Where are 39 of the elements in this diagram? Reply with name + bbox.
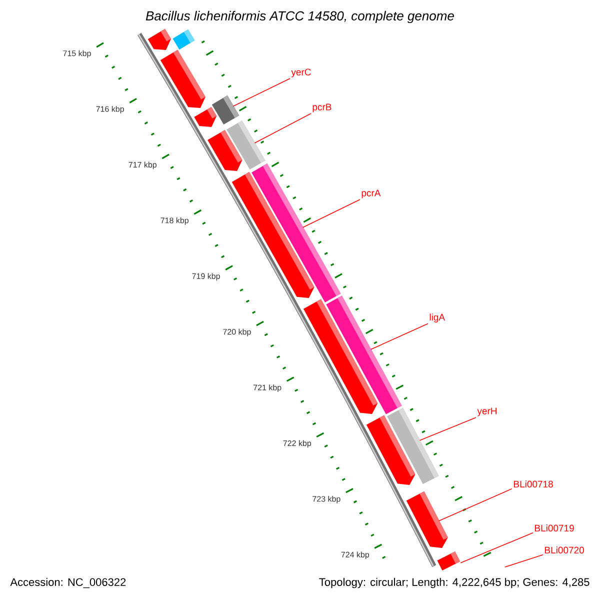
leader-line xyxy=(438,488,512,522)
topology-label: Topology: circular; Length: 4,222,645 bp; Genes: 4,285 xyxy=(319,578,590,588)
gene-block xyxy=(303,299,378,414)
accession-label: Accession: NC_006322 xyxy=(10,578,126,588)
scale-label: 717 kbp xyxy=(128,162,156,170)
scale-label: 719 kbp xyxy=(192,273,220,281)
gene-block xyxy=(148,28,171,50)
title: Bacillus licheniformis ATCC 14580, complete genome xyxy=(146,10,454,24)
gene-block xyxy=(366,415,416,485)
gene-bar xyxy=(437,551,460,571)
scale-label: 723 kbp xyxy=(312,496,340,504)
scale-label: 716 kbp xyxy=(96,106,124,114)
gene-block xyxy=(406,491,448,548)
gene-label: ligA xyxy=(430,314,446,322)
gene-block xyxy=(160,50,206,108)
scale-label: 722 kbp xyxy=(283,440,312,448)
gene-label: BLi00718 xyxy=(514,480,553,488)
scale-label: 715 kbp xyxy=(63,50,91,58)
leader-line xyxy=(254,113,312,144)
scale-label: 720 kbp xyxy=(223,328,251,336)
gene-block xyxy=(208,130,242,171)
gene-label: BLi00720 xyxy=(545,546,584,554)
scale-label: 724 kbp xyxy=(341,552,370,560)
gene-bar xyxy=(172,29,195,50)
gene-label: BLi00719 xyxy=(535,524,574,532)
gene-block xyxy=(232,172,314,298)
scale-label: 718 kbp xyxy=(160,217,188,225)
gene-label: yerC xyxy=(291,68,311,78)
gene-label: pcrA xyxy=(362,190,381,198)
leader-line xyxy=(232,78,290,107)
leader-line xyxy=(302,199,360,228)
gene-label: pcrB xyxy=(312,104,332,112)
leader-line xyxy=(504,554,544,568)
leader-line xyxy=(370,323,428,350)
leader-line xyxy=(460,532,534,564)
scale-label: 721 kbp xyxy=(254,384,282,392)
gene-label: yerH xyxy=(477,408,496,416)
leader-line xyxy=(419,417,476,441)
gene-block xyxy=(194,106,217,127)
